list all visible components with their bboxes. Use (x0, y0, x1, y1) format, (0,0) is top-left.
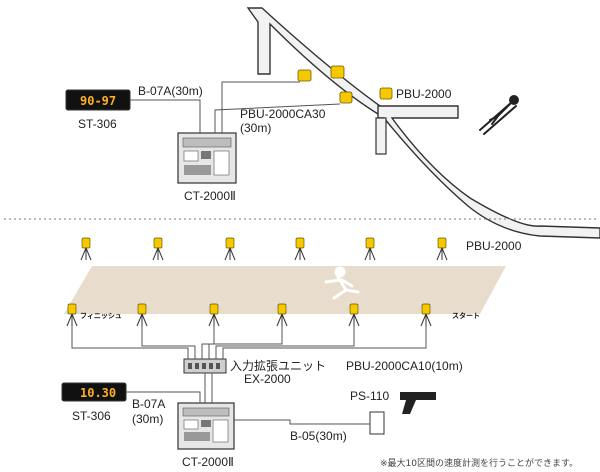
cable-display-controller-bottom (126, 391, 201, 403)
ski-jumper-icon (479, 95, 519, 135)
finish-label: フィニッシュ (80, 312, 122, 320)
controller-label-top: CT-2000Ⅱ (184, 189, 236, 203)
gun-receiver-box (369, 411, 385, 435)
display-label-top: ST-306 (78, 117, 117, 131)
footnote: ※最大10区間の速度計測を行うことができます。 (380, 457, 578, 469)
sensor-top-3 (339, 91, 353, 104)
sensor-cable-label: PBU-2000CA10(10m) (346, 359, 463, 373)
sensor-back-4 (294, 237, 306, 261)
controller-ct2000-top (177, 132, 237, 184)
sensor-wire-4 (208, 326, 283, 359)
sensor-wire-2 (141, 326, 196, 359)
running-track (64, 266, 506, 314)
controller-ct2000-bottom (177, 402, 235, 450)
ski-jump-inrun (246, 7, 381, 116)
track-sensor-wires (71, 326, 427, 359)
display-label-bottom: ST-306 (72, 409, 111, 423)
expander-label-1: 入力拡張ユニット (230, 359, 326, 373)
sensor-back-2 (152, 237, 164, 261)
sensor-front-5 (348, 303, 360, 327)
sensor-top-2 (330, 65, 345, 79)
cable-label-display-top: B-07A(30m) (138, 84, 203, 98)
cable-label-display-bottom-2: (30m) (132, 412, 163, 426)
track-section: PBU-2000 フィニッシュ スタート 入力拡張ユニット EX-2000 PB… (61, 237, 578, 469)
sensor-back-1 (80, 237, 92, 261)
sensor-front-1 (66, 303, 78, 327)
sensor-wire-6 (222, 326, 427, 359)
cable-label-display-bottom-1: B-07A (132, 397, 165, 411)
sensor-back-3 (224, 237, 236, 261)
gun-cable-label: B-05(30m) (290, 429, 347, 443)
sensor-back-6 (436, 237, 448, 261)
display-digits-bottom: 10.30 (80, 386, 116, 400)
display-st306-top: 90-97 (65, 89, 131, 111)
controller-label-bottom: CT-2000Ⅱ (182, 455, 234, 469)
starter-gun-icon (400, 392, 436, 414)
sensor-label-bottom: PBU-2000 (466, 239, 522, 253)
start-label: スタート (452, 311, 480, 320)
track-sensor-group (66, 237, 448, 327)
runner-icon (324, 266, 360, 300)
sensor-back-5 (364, 237, 376, 261)
sensor-label-top: PBU-2000 (396, 87, 452, 101)
cable-label-sensor-top-1: PBU-2000CA30 (240, 107, 326, 121)
sensor-top-1 (297, 69, 312, 82)
cable-display-controller-top (130, 99, 201, 133)
sensor-wire-1 (71, 326, 189, 359)
expander-ex2000 (183, 358, 227, 374)
cable-sensors-controller-top (221, 81, 300, 133)
display-st306-bottom: 10.30 (61, 382, 127, 402)
sensor-front-2 (136, 303, 148, 327)
sensor-top-4 (379, 87, 393, 100)
takeoff-pillar (375, 117, 387, 155)
sensor-front-3 (208, 303, 220, 327)
gun-label: PS-110 (350, 389, 389, 403)
cable-gun-controller (234, 419, 370, 425)
sensor-wire-3 (201, 326, 215, 359)
sensor-front-4 (276, 303, 288, 327)
sensor-wire-5 (215, 326, 355, 359)
ski-jump-landing-hill (377, 105, 600, 239)
display-digits-top: 90-97 (80, 94, 116, 108)
expander-label-2: EX-2000 (244, 372, 291, 386)
ski-jump-section: PBU-2000 CT-2000Ⅱ 90-97 ST-306 (65, 7, 600, 239)
sensor-front-6 (420, 303, 432, 327)
cable-label-sensor-top-2: (30m) (240, 121, 271, 135)
